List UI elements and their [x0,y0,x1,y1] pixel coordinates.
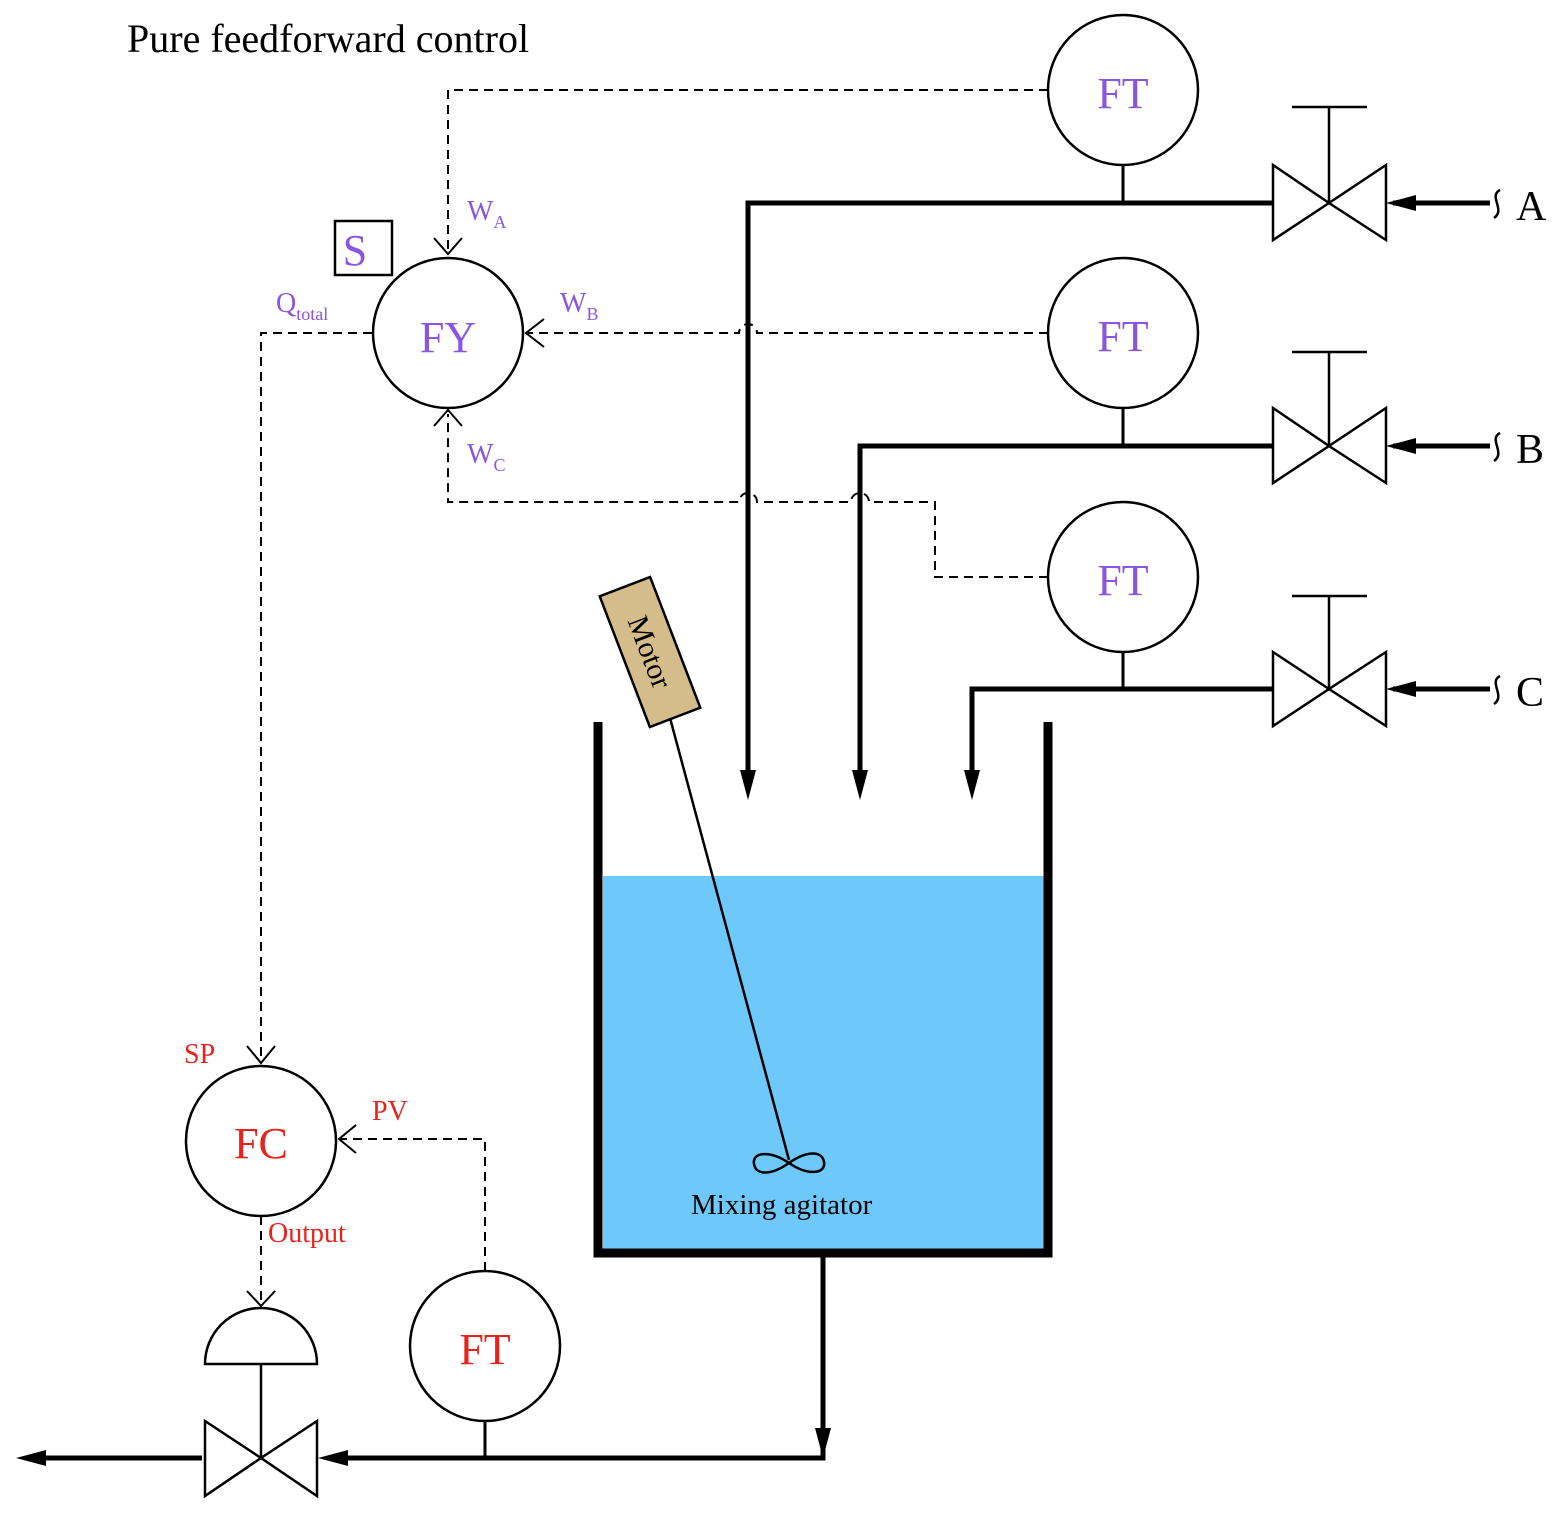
wa-label: WA [467,196,506,232]
valve-b [1271,350,1388,486]
q-total-label: Qtotal [276,288,328,324]
stream-b-label: B [1516,427,1544,473]
agitator-label: Mixing agitator [691,1189,873,1221]
diagram-title: Pure feedforward control [127,16,529,61]
pv-label: PV [372,1096,408,1127]
control-valve [203,1306,319,1499]
signal-arrows [246,237,545,1308]
flow-transmitter-outlet: FT [408,1269,562,1423]
fc-label: FC [234,1119,288,1168]
line-break-marks [1493,188,1501,706]
motor: Motor [598,575,702,729]
flow-transmitter-a: FT [1046,13,1200,167]
flow-relay-fy: FY [371,256,525,410]
valve-c [1271,594,1388,729]
wb-label: WB [560,288,598,324]
fy-label: FY [420,313,476,362]
ft-a-label: FT [1097,69,1148,118]
fy-function-label: S [343,226,367,275]
fy-function-box: S [333,219,394,277]
valve-a [1271,105,1388,243]
flow-transmitter-c: FT [1046,500,1200,654]
ft-c-label: FT [1097,556,1148,605]
ft-b-label: FT [1097,312,1148,361]
feed-lines [28,165,1490,1461]
flow-arrows [16,195,1416,1466]
sp-label: SP [184,1039,215,1070]
stream-a-label: A [1516,184,1547,230]
output-label: Output [268,1218,346,1249]
flow-controller-fc: FC [184,1064,338,1218]
flow-transmitter-b: FT [1046,256,1200,410]
tank-liquid [603,876,1045,1250]
ft-outlet-label: FT [459,1325,510,1374]
agitator-impeller [752,1152,826,1174]
signal-lines [260,89,1048,1304]
stream-c-label: C [1516,670,1544,716]
wc-label: WC [467,439,505,475]
agitator-shaft [668,717,791,1161]
